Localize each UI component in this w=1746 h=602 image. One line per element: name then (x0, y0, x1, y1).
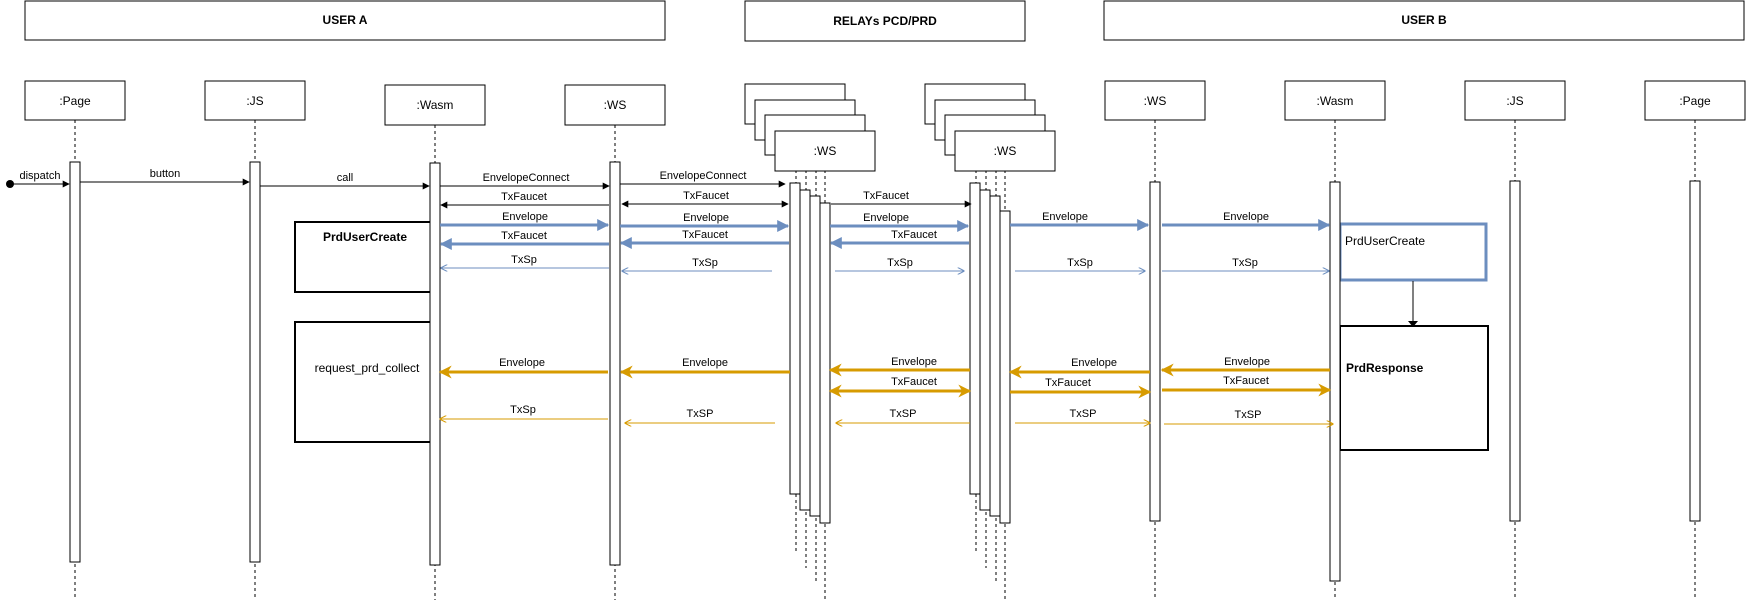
participant-relay2-ws: :WS (924, 83, 1056, 172)
participant-b-js: :JS (1464, 80, 1566, 121)
note-a-prd-user-create: PrdUserCreate (294, 221, 432, 293)
note-b-prd-response-label: PrdResponse (1346, 361, 1424, 375)
message-envelope-connect-1-label: EnvelopeConnect (483, 172, 570, 184)
participant-b-js-label: :JS (1506, 94, 1523, 108)
participant-a-wasm: :Wasm (384, 84, 486, 126)
participant-a-wasm-label: :Wasm (417, 98, 454, 112)
participant-b-ws: :WS (1104, 80, 1206, 121)
note-a-request-prd-collect-label: request_prd_collect (315, 361, 420, 375)
messages-init: dispatch button call EnvelopeConnect Env… (6, 168, 972, 209)
message-txfaucet-3-label: TxFaucet (863, 190, 909, 202)
message-orange-envelope-1-label: Envelope (499, 357, 545, 369)
message-orange-txsp-1-label: TxSp (510, 404, 536, 416)
message-envelope-connect-2-label: EnvelopeConnect (660, 170, 747, 182)
note-b-prd-response: PrdResponse (1339, 325, 1489, 451)
message-orange-envelope-3-label: Envelope (891, 356, 937, 368)
participant-relay2-ws-label: :WS (994, 144, 1017, 158)
participant-b-page-label: :Page (1679, 94, 1711, 108)
message-blue-txsp-4-label: TxSp (1067, 257, 1093, 269)
message-button-label: button (150, 168, 181, 180)
message-blue-envelope-3-label: Envelope (863, 212, 909, 224)
message-orange-txfaucet-1-label: TxFaucet (891, 376, 937, 388)
header-user-a: USER A (24, 0, 666, 41)
participant-a-ws-label: :WS (604, 98, 627, 112)
messages-orange: Envelope Envelope Envelope Envelope Enve… (438, 356, 1333, 424)
message-blue-txfaucet-3-label: TxFaucet (891, 229, 937, 241)
message-blue-txsp-3-label: TxSp (887, 257, 913, 269)
participant-a-page: :Page (24, 80, 126, 121)
message-orange-txsp-5-label: TxSP (1235, 409, 1262, 421)
participant-b-wasm-label: :Wasm (1317, 94, 1354, 108)
header-relays-label: RELAYs PCD/PRD (833, 14, 937, 28)
message-txfaucet-1-label: TxFaucet (501, 191, 547, 203)
header-user-a-label: USER A (323, 13, 368, 27)
header-relays: RELAYs PCD/PRD (744, 0, 1026, 42)
message-call-label: call (337, 172, 354, 184)
message-blue-envelope-1-label: Envelope (502, 211, 548, 223)
header-user-b-label: USER B (1401, 13, 1447, 27)
message-orange-txfaucet-3-label: TxFaucet (1223, 375, 1269, 387)
note-a-prd-user-create-label: PrdUserCreate (323, 230, 407, 244)
message-dispatch-label: dispatch (20, 170, 61, 182)
message-blue-envelope-5-label: Envelope (1223, 211, 1269, 223)
participant-a-ws: :WS (564, 84, 666, 126)
message-orange-envelope-2-label: Envelope (682, 357, 728, 369)
message-orange-txsp-4-label: TxSP (1070, 408, 1097, 420)
header-user-b: USER B (1103, 0, 1745, 41)
message-blue-envelope-2-label: Envelope (683, 212, 729, 224)
participant-relay1-ws: :WS (744, 83, 876, 172)
message-blue-txsp-2-label: TxSp (692, 257, 718, 269)
note-connector (1408, 281, 1418, 327)
message-blue-envelope-4-label: Envelope (1042, 211, 1088, 223)
participant-a-js-label: :JS (246, 94, 263, 108)
message-orange-envelope-5-label: Envelope (1224, 356, 1270, 368)
note-b-prd-user-create-label: PrdUserCreate (1345, 234, 1425, 248)
participant-b-wasm: :Wasm (1284, 80, 1386, 121)
message-orange-txsp-2-label: TxSP (687, 408, 714, 420)
participant-a-js: :JS (204, 80, 306, 121)
note-b-prd-user-create: PrdUserCreate (1338, 222, 1488, 282)
message-orange-envelope-4-label: Envelope (1071, 357, 1117, 369)
activation-bars (69, 161, 1701, 582)
messages-blue: Envelope Envelope Envelope Envelope Enve… (439, 211, 1331, 271)
participant-a-page-label: :Page (59, 94, 91, 108)
message-blue-txfaucet-1-label: TxFaucet (501, 230, 547, 242)
message-blue-txfaucet-2-label: TxFaucet (682, 229, 728, 241)
message-orange-txfaucet-2-label: TxFaucet (1045, 377, 1091, 389)
message-blue-txsp-5-label: TxSp (1232, 257, 1258, 269)
note-a-request-prd-collect: request_prd_collect (294, 321, 432, 443)
message-txfaucet-2-label: TxFaucet (683, 190, 729, 202)
participant-b-ws-label: :WS (1144, 94, 1167, 108)
participant-relay1-ws-label: :WS (814, 144, 837, 158)
message-blue-txsp-1-label: TxSp (511, 254, 537, 266)
participant-b-page: :Page (1644, 80, 1746, 121)
message-orange-txsp-3-label: TxSP (890, 408, 917, 420)
